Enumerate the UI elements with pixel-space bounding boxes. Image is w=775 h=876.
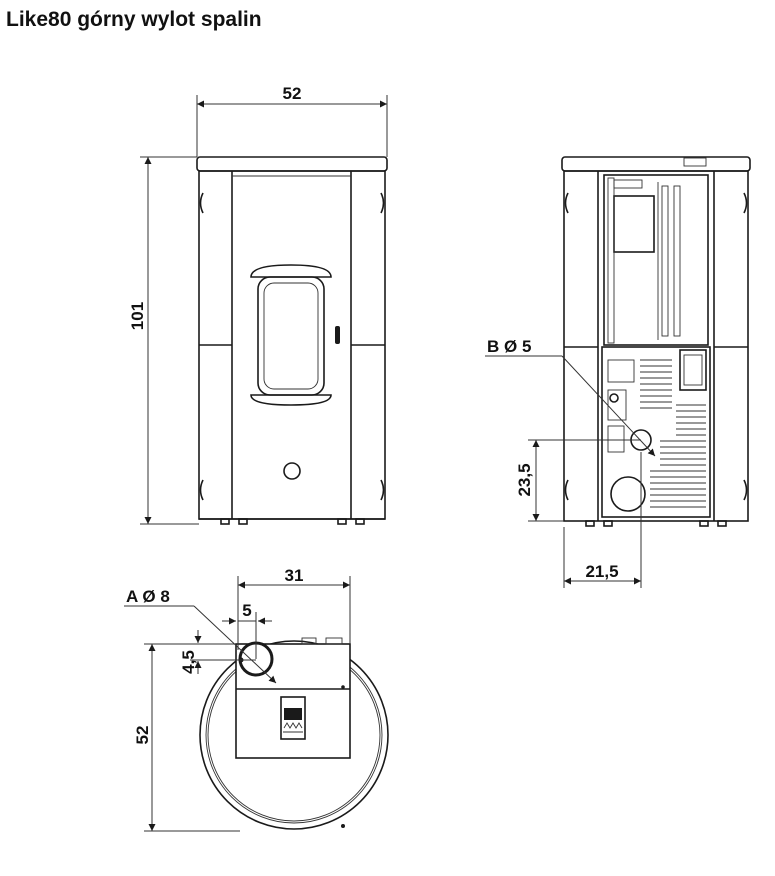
front-height-dimension: 101 bbox=[128, 156, 199, 525]
top-depth-label: 52 bbox=[133, 726, 152, 745]
front-height-label: 101 bbox=[128, 302, 147, 330]
top-offset-dimension: 31 bbox=[237, 566, 351, 650]
page-title: Like80 górny wylot spalin bbox=[6, 8, 262, 31]
top-small-offset-label: 5 bbox=[242, 601, 251, 620]
back-height-dimension: 23,5 bbox=[515, 439, 641, 522]
a-flue-label: A Ø 8 bbox=[126, 587, 170, 606]
back-vent-grille bbox=[640, 359, 706, 508]
back-offset-dimension: 21,5 bbox=[563, 452, 642, 588]
top-depth-dimension: 52 bbox=[133, 643, 240, 832]
front-width-label: 52 bbox=[283, 84, 302, 103]
back-height-label: 23,5 bbox=[515, 463, 534, 496]
b-flue-callout: B Ø 5 bbox=[485, 337, 656, 457]
back-view bbox=[561, 156, 751, 527]
b-flue-label: B Ø 5 bbox=[487, 337, 531, 356]
top-small-offset-dimension: 5 bbox=[222, 601, 272, 659]
front-view bbox=[196, 156, 388, 525]
top-view bbox=[199, 637, 389, 830]
back-offset-label: 21,5 bbox=[585, 562, 618, 581]
top-vertical-offset-label: 4,5 bbox=[179, 650, 198, 674]
top-offset-label: 31 bbox=[285, 566, 304, 585]
front-width-dimension: 52 bbox=[196, 84, 388, 157]
